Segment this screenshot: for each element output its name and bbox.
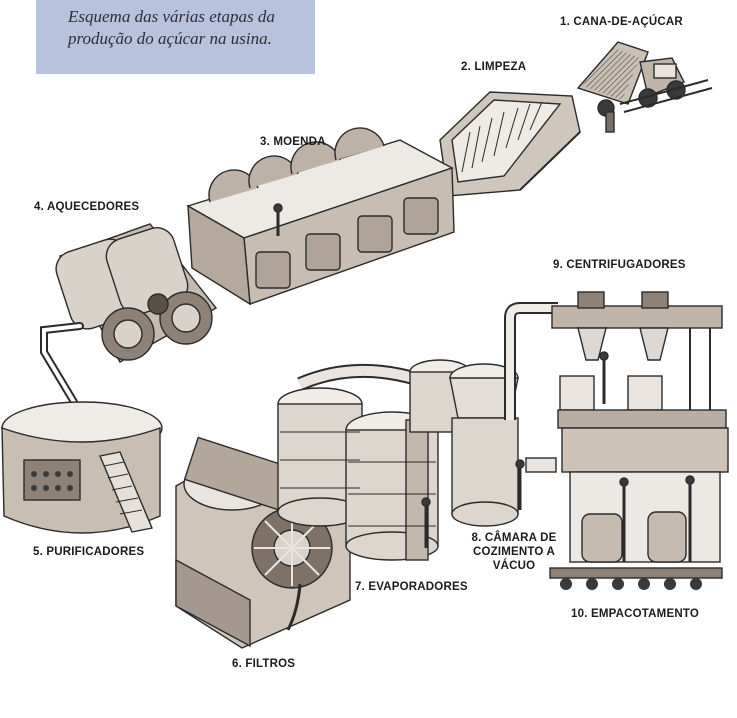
purifiers-drawing: [1, 401, 163, 534]
packaging-drawing: [549, 427, 729, 590]
label-moenda: 3. MOENDA: [260, 136, 326, 148]
truck-drawing: [576, 41, 713, 117]
evaporators-drawing: [277, 363, 439, 561]
heaters-drawing: [55, 223, 218, 363]
vacuum-chamber-drawing: [409, 359, 557, 527]
filters-drawing: [175, 436, 351, 649]
caption-text: Esquema das várias etapas da produção do…: [68, 7, 275, 48]
label-camara-line-2: COZIMENTO A: [472, 546, 556, 558]
label-empacotamento: 10. EMPACOTAMENTO: [571, 608, 699, 620]
label-cana-de-acucar: 1. CANA-DE-AÇÚCAR: [560, 16, 683, 28]
label-evaporadores: 7. EVAPORADORES: [355, 581, 468, 593]
label-purificadores: 5. PURIFICADORES: [33, 546, 145, 558]
label-camara-line-3: VÁCUO: [492, 560, 536, 572]
cleaning-conveyor-drawing: [439, 91, 615, 197]
label-filtros: 6. FILTROS: [232, 658, 296, 670]
caption-box: Esquema das várias etapas da produção do…: [36, 0, 315, 74]
label-camara-cozimento: 8. CÂMARA DE COZIMENTO A VÁCUO: [468, 531, 560, 573]
label-camara-line-1: 8. CÂMARA DE: [471, 532, 557, 544]
label-aquecedores: 4. AQUECEDORES: [34, 201, 140, 213]
label-limpeza: 2. LIMPEZA: [461, 61, 527, 73]
mill-drawing: [186, 127, 455, 306]
centrifuges-drawing: [504, 291, 727, 429]
label-centrifugadores: 9. CENTRIFUGADORES: [553, 259, 686, 271]
